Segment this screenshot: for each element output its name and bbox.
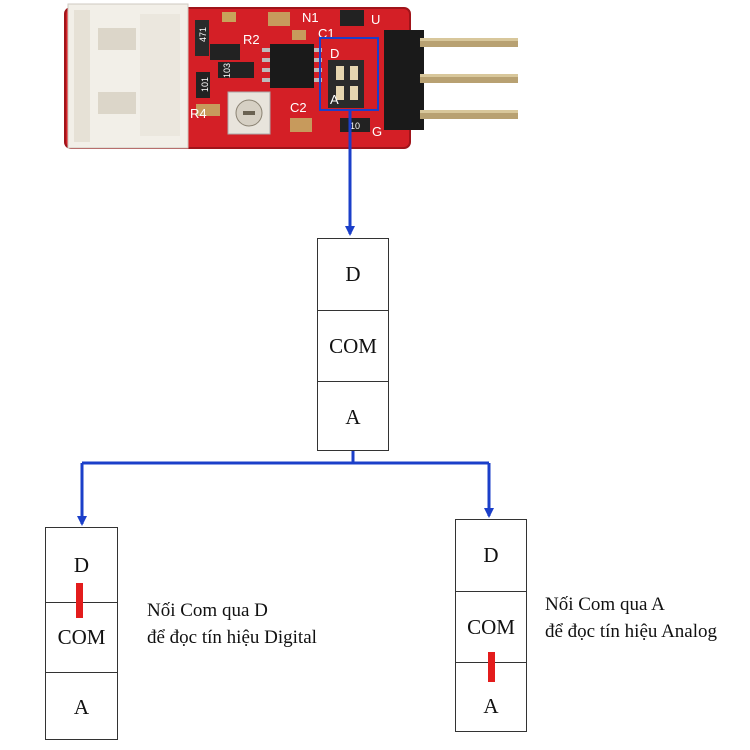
silk-d: D <box>330 46 339 61</box>
silk-u: U <box>371 12 380 27</box>
right-note: Nối Com qua A để đọc tín hiệu Analog <box>545 591 717 645</box>
connector-arrows <box>77 110 494 526</box>
jumper-com-a <box>488 652 495 682</box>
silk-code-471: 471 <box>198 27 208 42</box>
center-cell-d: D <box>345 262 361 286</box>
smd-components <box>195 10 370 132</box>
left-note-line2: để đọc tín hiệu Digital <box>147 627 317 648</box>
ic-chip <box>262 44 322 88</box>
silk-r4: R4 <box>190 106 207 121</box>
jst-connector <box>67 3 189 149</box>
left-note-line1: Nối Com qua D <box>147 600 268 621</box>
silk-code-101: 101 <box>200 77 210 92</box>
silk-code-10: 10 <box>350 121 360 131</box>
potentiometer <box>227 91 271 135</box>
header-pins <box>384 30 518 130</box>
right-note-line1: Nối Com qua A <box>545 594 665 615</box>
center-cell-com: COM <box>318 310 388 381</box>
right-cell-com: COM <box>456 591 526 662</box>
silk-r2: R2 <box>243 32 260 47</box>
left-cell-d: D <box>73 552 90 577</box>
right-pin-box: D COM A <box>455 519 527 732</box>
jumper-pads <box>328 60 364 108</box>
silk-n1: N1 <box>302 10 319 25</box>
left-pin-box: D COM A <box>45 527 118 740</box>
center-cell-a: A <box>318 381 388 452</box>
silk-c2: C2 <box>290 100 307 115</box>
center-pin-box: D COM A <box>317 238 389 451</box>
left-note: Nối Com qua D để đọc tín hiệu Digital <box>147 597 317 651</box>
silk-g: G <box>372 124 382 139</box>
sensor-module-board: R2 N1 C1 R4 C2 U D A G 103 101 471 10 <box>64 3 518 149</box>
silk-code-103: 103 <box>222 63 232 78</box>
jumper-d-com <box>76 583 83 618</box>
left-cell-a: A <box>46 672 117 741</box>
right-cell-d: D <box>483 543 499 567</box>
right-note-line2: để đọc tín hiệu Analog <box>545 621 718 642</box>
silk-a: A <box>330 92 339 107</box>
